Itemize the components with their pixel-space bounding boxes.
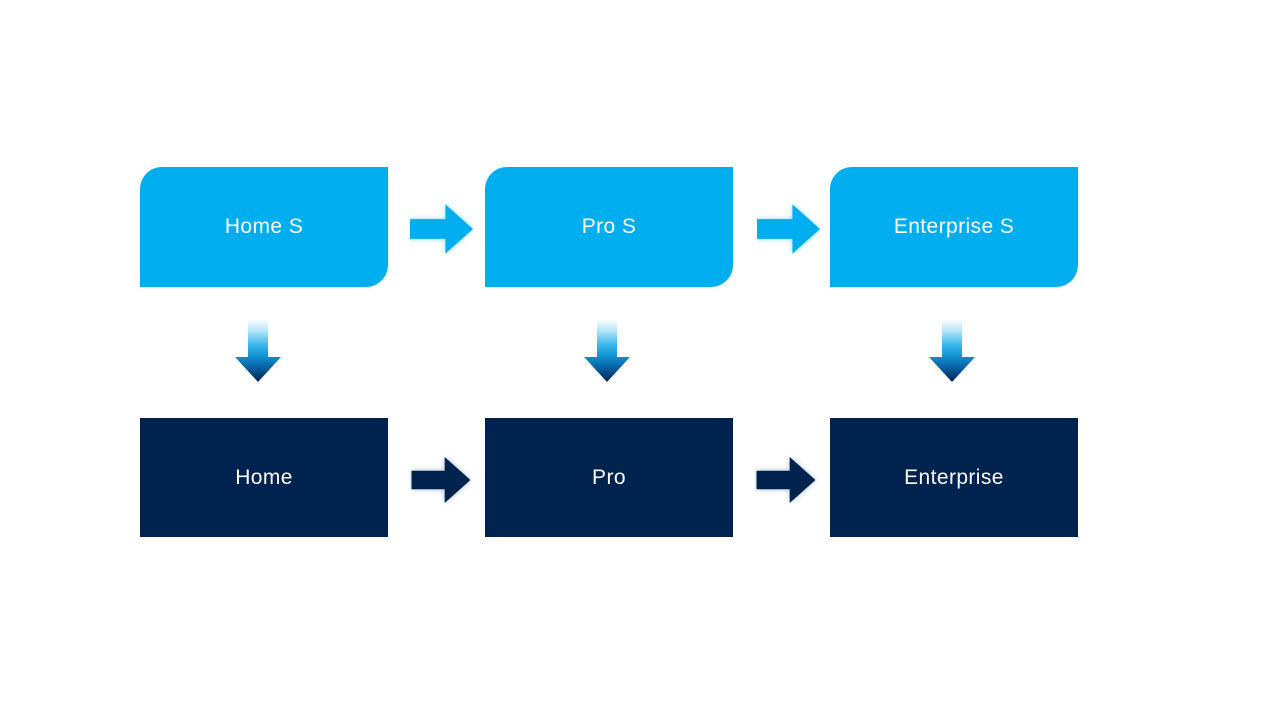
arrow-right-icon <box>755 457 817 503</box>
box-pro-s: Pro S <box>485 167 733 287</box>
box-enterprise-s-label: Enterprise S <box>893 215 1015 238</box>
box-enterprise: Enterprise <box>830 418 1078 537</box>
box-pro: Pro <box>485 418 733 537</box>
box-enterprise-s: Enterprise S <box>830 167 1078 287</box>
arrow-down-icon <box>234 319 282 383</box>
box-home: Home <box>140 418 388 537</box>
box-pro-s-label: Pro S <box>581 215 637 238</box>
arrow-right-icon <box>410 204 473 254</box>
box-home-s: Home S <box>140 167 388 287</box>
arrow-right-icon <box>410 457 472 503</box>
box-pro-label: Pro <box>592 465 626 489</box>
box-home-label: Home <box>235 465 293 489</box>
arrow-down-icon <box>583 319 631 383</box>
arrow-down-icon <box>928 319 976 383</box>
box-enterprise-label: Enterprise <box>904 465 1004 489</box>
arrow-right-icon <box>757 204 820 254</box>
box-home-s-label: Home S <box>224 215 304 238</box>
